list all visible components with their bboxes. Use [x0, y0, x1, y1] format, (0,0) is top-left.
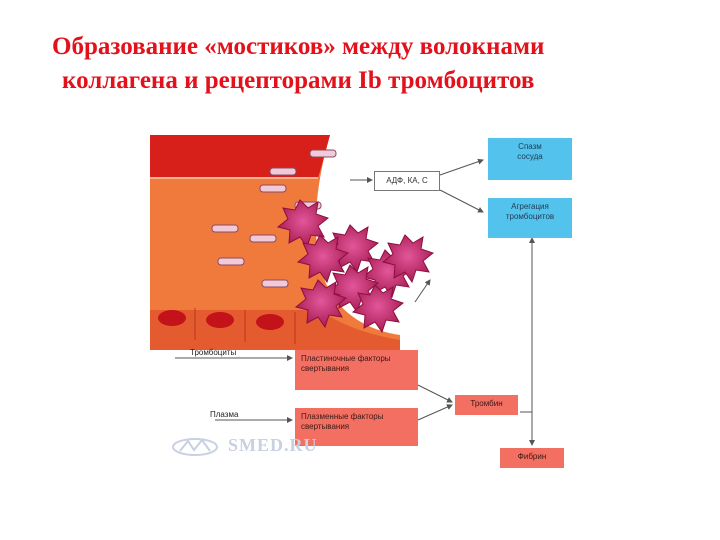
platelet-factors-line-1: Пластиночные факторы — [301, 354, 391, 363]
hemostasis-diagram: АДФ, КА, С Спазм сосуда Агрегация тромбо… — [150, 130, 590, 475]
diagram-artwork — [150, 135, 535, 446]
watermark-logo-icon — [172, 438, 218, 456]
platelets-label: Тромбоциты — [190, 348, 237, 357]
plasma-factors-line-1: Плазменные факторы — [301, 412, 384, 421]
thrombin-box: Тромбин — [455, 395, 518, 415]
spasm-line-2: сосуда — [517, 152, 543, 161]
adp-ka-c-label: АДФ, КА, С — [386, 176, 428, 185]
slide-title: Образование «мостиков» между волокнами к… — [0, 30, 720, 98]
aggregation-line-2: тромбоцитов — [505, 212, 555, 221]
plasma-label: Плазма — [210, 410, 239, 419]
spasm-box: Спазм сосуда — [488, 138, 572, 180]
aggregation-line-1: Агрегация — [511, 202, 549, 211]
title-line-2: коллагена и рецепторами Ib тромбоцитов — [62, 67, 535, 94]
platelet-factors-line-2: свертывания — [301, 364, 350, 373]
spasm-line-1: Спазм — [518, 142, 542, 151]
flow-arrows — [175, 158, 535, 446]
platelet-aggregate — [276, 199, 435, 334]
plasma-factors-box: Плазменные факторы свертывания — [295, 408, 418, 446]
vessel-wall — [150, 135, 400, 350]
plasma-factors-line-2: свертывания — [301, 422, 350, 431]
fibrin-label: Фибрин — [517, 452, 547, 461]
thrombin-label: Тромбин — [470, 399, 503, 408]
platelet-factors-box: Пластиночные факторы свертывания — [295, 350, 418, 390]
title-line-1: Образование «мостиков» между волокнами — [52, 33, 545, 60]
adp-ka-c-box: АДФ, КА, С — [374, 171, 440, 191]
watermark-text: SMED.RU — [228, 435, 318, 455]
fibrin-box: Фибрин — [500, 448, 564, 468]
aggregation-box: Агрегация тромбоцитов — [488, 198, 572, 238]
